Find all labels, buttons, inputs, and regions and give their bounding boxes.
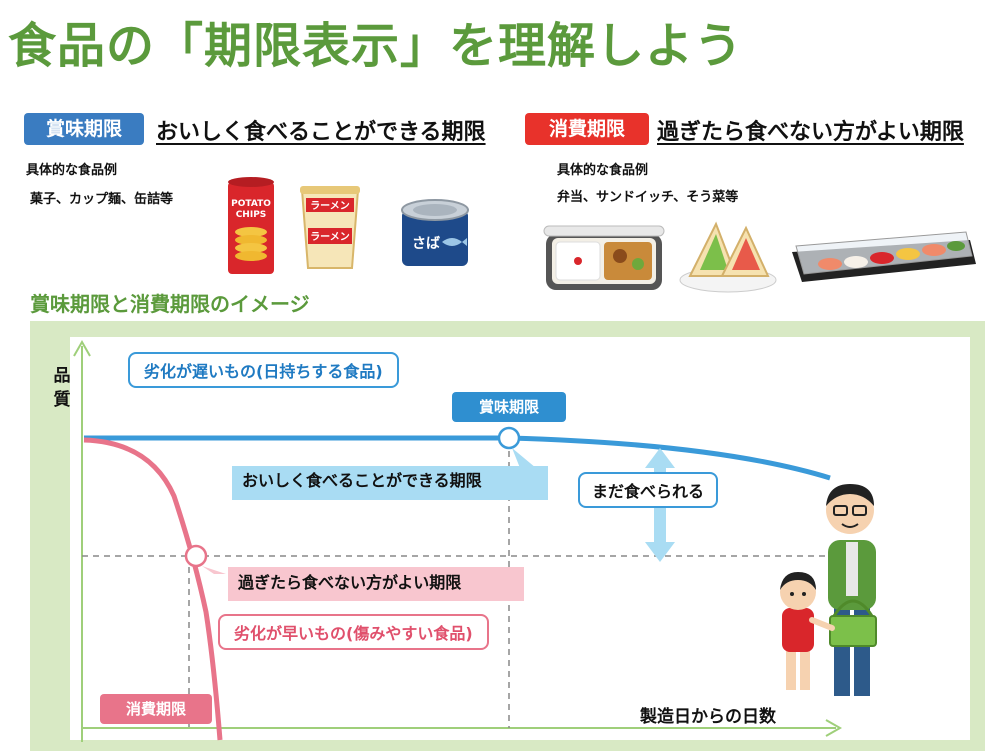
best-before-marker: 賞味期限 bbox=[452, 392, 566, 422]
y-axis-label: 品質 bbox=[53, 366, 71, 410]
can-text: さば bbox=[412, 236, 440, 252]
bento-box-icon bbox=[543, 225, 665, 290]
best-before-tag: 賞味期限 bbox=[24, 113, 144, 145]
sushi-tray-icon bbox=[792, 231, 976, 282]
best-before-description: おいしく食べることができる期限 bbox=[156, 120, 486, 145]
best-before-examples-label: 具体的な食品例 bbox=[26, 163, 118, 178]
shopping-people-illustration bbox=[780, 484, 877, 696]
child-figure bbox=[780, 572, 835, 690]
cup-noodle-icon: ラーメン ラーメン bbox=[300, 186, 360, 269]
use-by-tag: 消費期限 bbox=[525, 113, 649, 145]
adult-figure bbox=[826, 484, 877, 696]
slow-deterioration-curve bbox=[84, 435, 831, 481]
use-by-point bbox=[184, 544, 208, 568]
page-title: 食品の「期限表示」を理解しよう bbox=[8, 18, 744, 74]
canned-fish-icon: さば bbox=[401, 199, 469, 266]
best-before-point bbox=[497, 426, 521, 450]
best-before-callout: おいしく食べることができる期限 bbox=[232, 466, 548, 500]
ramen-text-main: ラーメン bbox=[310, 231, 350, 243]
use-by-callout: 過ぎたら食べない方がよい期限 bbox=[228, 567, 524, 601]
fast-deterioration-label: 劣化が早いもの(傷みやすい食品) bbox=[218, 614, 489, 650]
sandwich-icon bbox=[679, 221, 777, 293]
use-by-description: 過ぎたら食べない方がよい期限 bbox=[657, 120, 964, 145]
chips-text-1: POTATO bbox=[231, 199, 271, 209]
still-edible-label: まだ食べられる bbox=[578, 472, 719, 508]
best-before-examples: 菓子、カップ麺、缶詰等 bbox=[30, 192, 174, 207]
use-by-callout-tail bbox=[202, 566, 226, 574]
use-by-food-illustrations bbox=[543, 221, 976, 293]
chips-text-2: CHIPS bbox=[236, 210, 267, 220]
x-axis-arrow-icon bbox=[825, 719, 843, 737]
use-by-marker: 消費期限 bbox=[100, 694, 212, 724]
best-before-callout-tail bbox=[512, 448, 536, 468]
use-by-examples: 弁当、サンドイッチ、そう菜等 bbox=[557, 190, 739, 205]
chips-can-icon: POTATO CHIPS bbox=[228, 177, 274, 274]
y-axis-arrow-icon bbox=[73, 339, 91, 357]
x-axis-label: 製造日からの日数 bbox=[640, 707, 776, 727]
use-by-examples-label: 具体的な食品例 bbox=[557, 163, 649, 178]
best-before-food-illustrations: POTATO CHIPS ラーメン ラーメン さば bbox=[228, 177, 469, 274]
diagram-title: 賞味期限と消費期限のイメージ bbox=[30, 292, 310, 316]
ramen-text-top: ラーメン bbox=[310, 200, 350, 212]
slow-deterioration-label: 劣化が遅いもの(日持ちする食品) bbox=[128, 352, 399, 388]
